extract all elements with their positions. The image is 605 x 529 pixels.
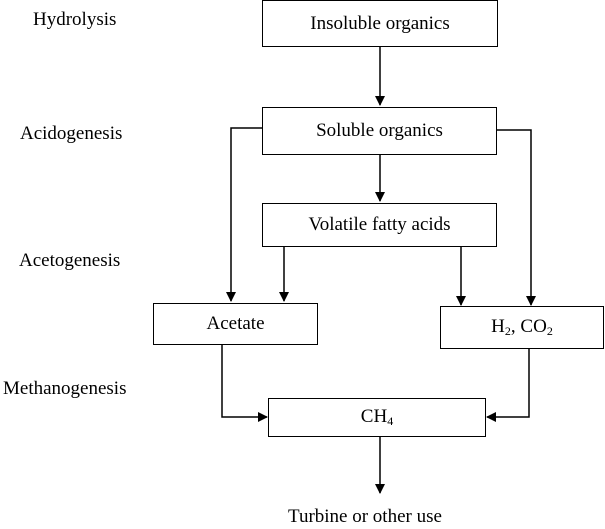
box-ch4-label: CH4 <box>360 406 394 428</box>
arrow-h2co2-to-ch4 <box>486 349 530 422</box>
stage-hydrolysis: Hydrolysis <box>33 9 117 30</box>
stage-acidogenesis: Acidogenesis <box>20 123 123 144</box>
arrow-soluble-to-h2co2 <box>497 129 536 306</box>
box-acetate: Acetate <box>153 303 318 345</box>
stage-methanogenesis: Methanogenesis <box>3 378 127 399</box>
arrow-soluble-to-acetate <box>226 127 262 302</box>
box-h2-co2: H2, CO2 <box>440 306 604 349</box>
stage-acetogenesis: Acetogenesis <box>19 250 121 271</box>
box-volatile-fatty-acids: Volatile fatty acids <box>262 203 497 247</box>
box-ch4: CH4 <box>268 398 486 437</box>
arrow-acetate-to-ch4 <box>221 345 268 422</box>
output-label: Turbine or other use <box>288 506 442 527</box>
box-vfa-label: Volatile fatty acids <box>308 214 451 235</box>
box-insoluble-label: Insoluble organics <box>310 12 450 34</box>
box-h2co2-label: H2, CO2 <box>491 316 553 338</box>
box-soluble-organics: Soluble organics <box>262 107 497 155</box>
box-soluble-label: Soluble organics <box>316 120 443 141</box>
box-insoluble-organics: Insoluble organics <box>262 0 498 47</box>
box-acetate-label: Acetate <box>206 313 265 334</box>
